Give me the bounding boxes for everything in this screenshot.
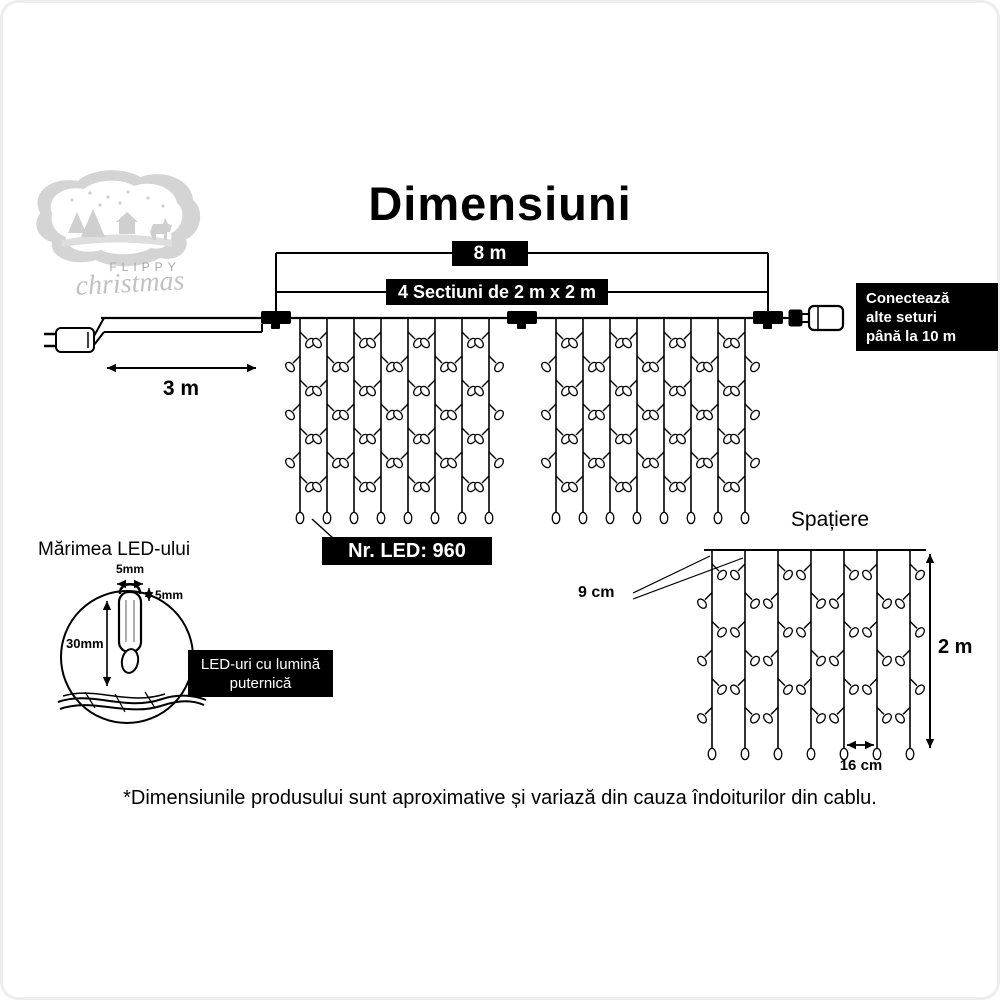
sections-badge: 4 Sectiuni de 2 m x 2 m xyxy=(386,279,608,305)
led-size-title: Mărimea LED-ului xyxy=(38,539,191,560)
led-body xyxy=(117,590,143,654)
spacing-bottom-label: 16 cm xyxy=(839,757,883,774)
led-bright-badge: LED-uri cu lumină puternică xyxy=(188,650,333,697)
spacing-curtain xyxy=(697,550,925,761)
led-bulb xyxy=(120,648,140,674)
page-title: Dimensiuni xyxy=(368,177,632,230)
spacing-title: Spațiere xyxy=(790,508,870,531)
extension-connector-icon xyxy=(783,304,845,332)
led-detail-circle xyxy=(57,583,207,724)
led-dim-height-label: 30mm xyxy=(66,636,104,651)
logo-brand-text: FLIPPY xyxy=(109,260,181,274)
led-bright-line-2: puternică xyxy=(229,674,292,692)
total-width-badge: 8 m xyxy=(452,241,528,266)
led-dim-side-label: 5mm xyxy=(155,588,184,602)
cable-connector xyxy=(507,311,537,324)
curtain-section-left xyxy=(285,318,504,525)
disclaimer-text: *Dimensiunile produsului sunt aproximati… xyxy=(123,787,877,809)
main-cable xyxy=(101,311,786,333)
led-bright-line-1: LED-uri cu lumină xyxy=(200,655,321,673)
led-dim-top-label: 5mm xyxy=(115,562,144,576)
connect-line-1: Conectează xyxy=(866,289,950,307)
cable-connector xyxy=(753,311,783,324)
spacing-horizontal-label: 9 cm xyxy=(578,584,615,601)
spacing-vertical-label: 2 m xyxy=(938,636,973,658)
logo-winter-scene-icon xyxy=(36,170,201,267)
lead-length-label: 3 m xyxy=(162,377,200,400)
cable-connector xyxy=(261,311,291,324)
connect-line-3: până la 10 m xyxy=(866,327,957,345)
led-count-badge: Nr. LED: 960 xyxy=(322,537,492,565)
measurement-arrows xyxy=(102,363,935,750)
pointer-lines xyxy=(311,518,744,600)
curtain-section-right xyxy=(541,318,760,525)
connect-line-2: alte seturi xyxy=(866,308,937,326)
power-plug-icon xyxy=(44,317,105,353)
connect-more-sets-badge: Conectează alte seturi până la 10 m xyxy=(856,283,998,351)
